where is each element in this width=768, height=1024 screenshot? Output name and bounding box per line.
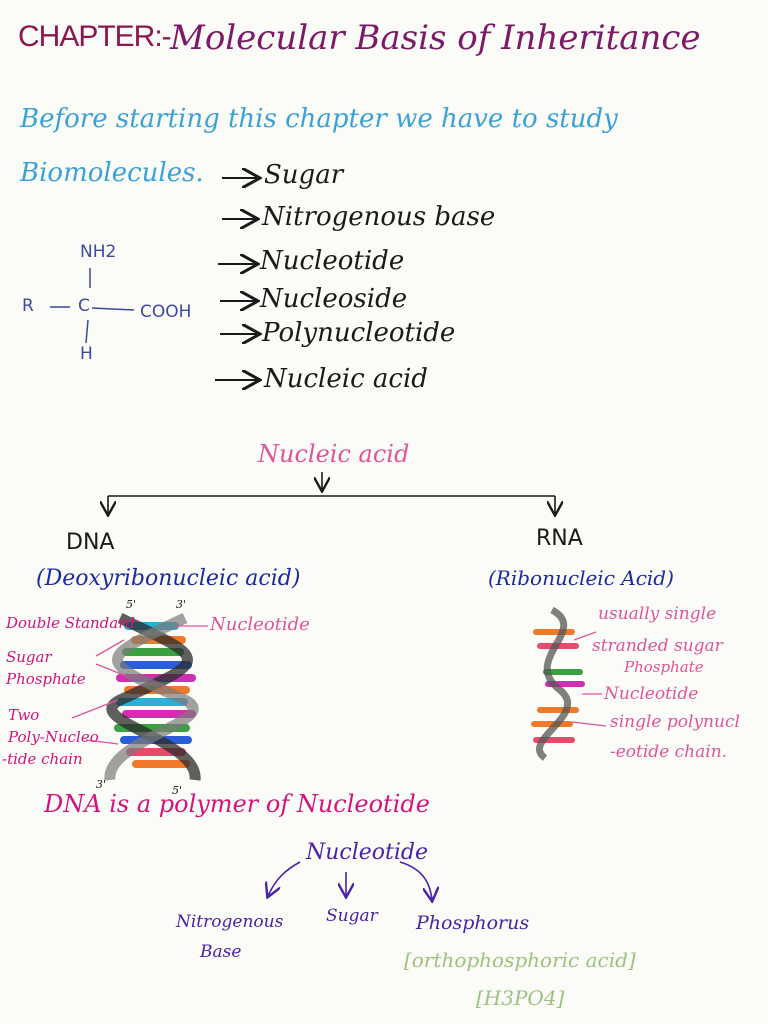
- rna-note-phosphate: Phosphate: [624, 658, 704, 676]
- rna-annotation-lines: [571, 631, 607, 727]
- structure-c: C: [78, 296, 90, 316]
- nucleotide-base: Base: [200, 942, 242, 962]
- chapter-title: Molecular Basis of Inheritance: [170, 18, 701, 58]
- rna-full-name: (Ribonucleic Acid): [488, 566, 674, 590]
- orthophosphoric-acid: [orthophosphoric acid]: [404, 948, 636, 972]
- nucleotide-tree-arrows: [268, 861, 432, 900]
- dna-note-poly: Poly-Nucleo: [8, 728, 99, 746]
- structure-bonds: [50, 268, 135, 344]
- nucleotide-sugar: Sugar: [326, 906, 378, 926]
- nucleotide-phosphorus: Phosphorus: [416, 912, 530, 934]
- biomolecule-item: Sugar: [264, 160, 344, 190]
- intro-line-2: Biomolecules.: [20, 158, 204, 188]
- intro-line-1: Before starting this chapter we have to …: [20, 104, 618, 134]
- dna-note-chain: -tide chain: [2, 750, 83, 768]
- nucleic-acid-tree: [108, 472, 555, 514]
- structure-nh2: NH2: [80, 242, 117, 262]
- dna-end-5-top: 5': [126, 598, 137, 611]
- dna-end-3-bottom: 3': [96, 778, 107, 791]
- nucleotide-root: Nucleotide: [306, 840, 429, 865]
- dna-note-sugar: Sugar: [6, 648, 52, 666]
- dna-annotation-lines: [71, 625, 208, 745]
- biomolecule-arrows: [215, 178, 258, 380]
- structure-h: H: [80, 344, 93, 364]
- structure-cooh: COOH: [140, 302, 192, 322]
- biomolecule-item: Nucleoside: [260, 284, 408, 314]
- rna-note-chain: -eotide chain.: [610, 742, 728, 762]
- dna-note-nucleotide: Nucleotide: [210, 614, 310, 635]
- dna-note-phosphate: Phosphate: [6, 670, 86, 688]
- dna-end-5-bottom: 5': [172, 784, 183, 797]
- nucleic-acid-root: Nucleic acid: [258, 440, 410, 468]
- polymer-statement: DNA is a polymer of Nucleotide: [44, 790, 430, 818]
- rna-note-nucleotide: Nucleotide: [604, 684, 699, 704]
- dna-end-3-top: 3': [176, 598, 187, 611]
- phosphoric-formula: [H3PO4]: [476, 986, 565, 1010]
- dna-full-name: (Deoxyribonucleic acid): [36, 566, 301, 591]
- rna-helix: [531, 606, 585, 761]
- chapter-label: CHAPTER:-: [18, 20, 172, 53]
- biomolecule-item: Nucleic acid: [264, 364, 428, 394]
- nucleotide-nitrogenous: Nitrogenous: [176, 912, 284, 932]
- dna-note-double: Double Standard: [6, 614, 135, 632]
- rna-note-stranded: stranded sugar: [592, 636, 723, 656]
- biomolecule-item: Polynucleotide: [262, 318, 456, 348]
- dna-helix: [104, 613, 201, 781]
- rna-note-single-poly: single polynucl: [610, 712, 740, 732]
- biomolecule-item: Nitrogenous base: [262, 202, 496, 232]
- dna-note-two: Two: [8, 706, 40, 724]
- structure-r: R: [22, 296, 34, 316]
- dna-label: DNA: [66, 530, 115, 555]
- rna-label: RNA: [536, 526, 583, 551]
- rna-note-usually: usually single: [598, 604, 717, 624]
- biomolecule-item: Nucleotide: [260, 246, 405, 276]
